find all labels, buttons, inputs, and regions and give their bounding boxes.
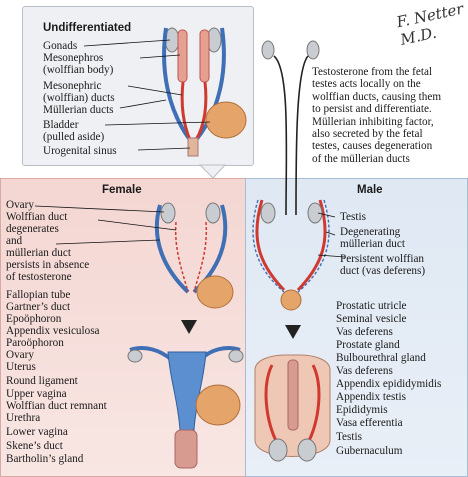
mesonephros-right [199, 29, 210, 83]
male-label-degenerating: Degenerating [340, 226, 401, 238]
female-label-degenerates: degenerates [6, 223, 59, 235]
wolffian-duct-left [180, 81, 192, 141]
female-label-uterus: Uterus [6, 361, 36, 373]
bladder [205, 101, 247, 139]
label-mesonephros: Mesonephros [43, 52, 104, 64]
male-label-persistent-wolffian: Persistent wolffian [340, 253, 424, 265]
male-label-bulbourethral-gland: Bulbourethral gland [336, 352, 426, 364]
male-label-vas-deferens-2: Vas deferens [336, 365, 393, 377]
female-label-ovary-2: Ovary [6, 349, 34, 361]
male-lower-system [254, 354, 331, 462]
female-label-mullerian-duct: müllerian duct [6, 247, 71, 259]
female-title: Female [102, 184, 142, 196]
label-urogenital-sinus: Urogenital sinus [43, 145, 117, 157]
female-label-and: and [6, 235, 23, 247]
panel-pointer [198, 164, 227, 179]
urogenital-sinus [187, 137, 199, 157]
label-mesonephric: Mesonephric [43, 80, 102, 92]
female-label-round-ligament: Round ligament [6, 375, 78, 387]
female-lower-system [127, 346, 244, 469]
female-label-fallopian-tube: Fallopian tube [6, 289, 71, 301]
fetal-testes [261, 40, 320, 216]
female-label-upper-vagina: Upper vagina [6, 388, 67, 400]
label-wolffian-body: (wolffian body) [43, 64, 114, 76]
undifferentiated-title: Undifferentiated [43, 22, 132, 34]
male-label-epididymis: Epididymis [336, 404, 388, 416]
female-label-appendix-vesiculosa: Appendix vesiculosa [6, 325, 100, 337]
female-label-epoophoron: Epoöphoron [6, 313, 62, 325]
male-label-vas-deferens-upper: duct (vas deferens) [340, 265, 426, 277]
male-label-prostatic-utricle: Prostatic utricle [336, 300, 407, 312]
female-label-skenes-duct: Skene’s duct [6, 440, 63, 452]
male-label-appendix-epididymidis: Appendix epididymidis [336, 378, 442, 390]
label-mullerian-ducts: Müllerian ducts [43, 104, 114, 116]
male-label-gubernaculum: Gubernaculum [336, 445, 403, 457]
undifferentiated-system [162, 27, 247, 157]
label-pulled-aside: (pulled aside) [43, 131, 105, 143]
caption-text: Testosterone from the fetal testes acts … [312, 66, 442, 165]
female-label-wolffian-duct: Wolffian duct [6, 211, 68, 223]
female-label-testosterone: of testosterone [6, 271, 72, 283]
mesonephros-left [177, 29, 188, 83]
mullerian-duct-right [194, 27, 226, 142]
male-title: Male [357, 184, 383, 196]
male-label-vas-deferens: Vas deferens [336, 326, 393, 338]
male-label-mullerian-duct: müllerian duct [340, 238, 405, 250]
female-panel [0, 178, 256, 477]
female-upper-system [154, 202, 234, 334]
male-label-testis: Testis [340, 211, 366, 223]
female-label-persists: persists in absence [6, 259, 90, 271]
male-upper-system [252, 199, 330, 339]
label-bladder: Bladder [43, 119, 79, 131]
female-label-lower-vagina: Lower vagina [6, 426, 68, 438]
female-label-gartners-duct: Gartner’s duct [6, 301, 71, 313]
male-label-seminal-vesicle: Seminal vesicle [336, 313, 407, 325]
female-label-paroophoron: Paroöphoron [6, 337, 64, 349]
male-label-appendix-testis: Appendix testis [336, 391, 406, 403]
female-label-bartholins-gland: Bartholin’s gland [6, 453, 84, 465]
female-label-urethra: Urethra [6, 412, 41, 424]
male-label-testis-2: Testis [336, 431, 362, 443]
male-label-prostate-gland: Prostate gland [336, 339, 400, 351]
leader-lines [34, 39, 346, 258]
label-gonads: Gonads [43, 40, 78, 52]
mullerian-duct-left [162, 27, 192, 142]
male-label-vasa-efferentia: Vasa efferentia [336, 417, 403, 429]
female-label-ovary: Ovary [6, 199, 34, 211]
wolffian-duct-right [194, 81, 208, 141]
female-label-wolffian-remnant: Wolffian duct remnant [6, 400, 107, 412]
label-wolffian-ducts: (wolffian) ducts [43, 92, 115, 104]
